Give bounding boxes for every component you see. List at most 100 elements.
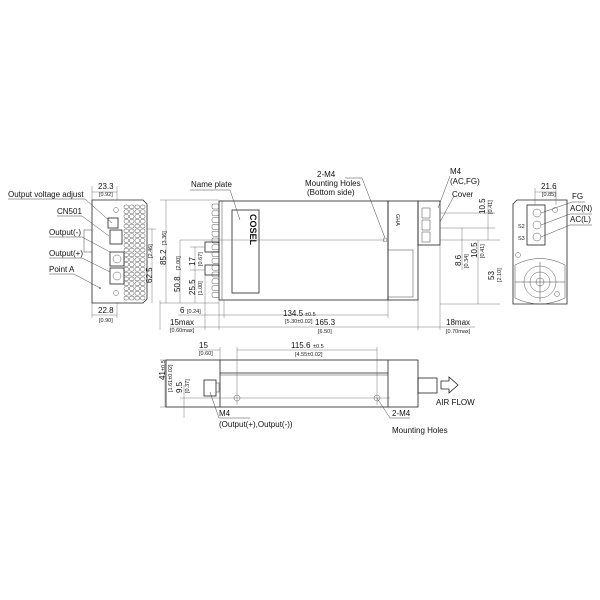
vent-hole (134, 281, 140, 286)
vent-hole (134, 228, 140, 233)
vent-hole (134, 247, 140, 253)
label-air-flow: AIR FLOW (436, 398, 475, 407)
dim-21-6-inch: [0.85] (542, 192, 556, 198)
dim-23-3: 23.3 (98, 182, 114, 191)
vent-hole (123, 262, 129, 267)
vent-hole (129, 243, 135, 248)
dim-165-3-inch: [6.50] (318, 329, 332, 335)
fan-label: GHA (394, 214, 400, 226)
dim-15max: 15max (170, 318, 194, 327)
main-view: 85.2 [3.36] COSEL GHA Name plate 2-M4 Mo… (159, 170, 475, 335)
vent-hole (140, 214, 146, 219)
vent-slot (211, 265, 220, 271)
vent-hole (140, 252, 146, 257)
vent-slot (211, 271, 220, 278)
vent-hole (134, 286, 140, 291)
vent-hole (134, 204, 140, 209)
bottom-view: 15 [0.60] 115.6 ±0.5 [4.55±0.02] 41 ±0.5… (158, 341, 475, 435)
dim-62-5: 62.5 (145, 267, 154, 283)
vent-slot (211, 217, 220, 223)
vent-hole (129, 214, 135, 219)
dim-85-2: 85.2 (159, 249, 168, 265)
vent-hole (123, 223, 129, 229)
dim-53: 53 (487, 271, 496, 280)
vent-slot (211, 258, 220, 264)
vent-hole (134, 219, 140, 224)
vent-hole (134, 296, 140, 301)
label-ac-l: AC(L) (570, 215, 591, 224)
vent-hole (140, 233, 146, 238)
label-name-plate: Name plate (191, 180, 232, 189)
vent-hole (129, 281, 135, 286)
vent-hole (140, 257, 146, 262)
vent-hole (129, 276, 135, 281)
dim-17-inch: [0.67] (198, 252, 204, 266)
label-point-a: Point A (49, 265, 75, 274)
vent-hole (129, 252, 135, 257)
dim-21-6: 21.6 (541, 182, 557, 191)
dim-41: 41 (158, 371, 167, 380)
label-bottom-side: (Bottom side) (307, 188, 355, 197)
dim-8-6: 8.6 (454, 254, 463, 266)
vent-hole (134, 272, 140, 277)
vent-hole (129, 267, 135, 272)
vent-hole (123, 238, 129, 243)
vent-hole (129, 247, 135, 253)
vent-slot (211, 210, 220, 217)
right-view: S2 S3 21.6 [0.85] FG AC(N) AC(L) (512, 182, 593, 305)
dim-85-2-inch: [3.36] (162, 231, 168, 245)
dim-9-5: 9.5 (175, 381, 184, 393)
label-fg: FG (572, 192, 583, 201)
vent-hole (123, 291, 129, 296)
dim-25-5-inch: [1.00] (198, 281, 204, 295)
label-mounting-holes-bottom: Mounting Holes (392, 426, 448, 435)
label-output-plus: Output(+) (49, 249, 83, 258)
vent-hole (129, 204, 135, 209)
vent-hole (140, 281, 146, 286)
vent-hole (140, 223, 146, 229)
vent-hole (129, 262, 135, 267)
vent-hole (134, 223, 140, 229)
vent-hole (129, 291, 135, 296)
vent-slot (211, 203, 220, 210)
dim-53-inch: [2.10] (497, 268, 503, 282)
vent-hole (140, 247, 146, 253)
label-2-m4: 2-M4 (317, 170, 336, 179)
label-output-terminals: (Output(+),Output(-)) (219, 420, 293, 429)
vent-hole (123, 219, 129, 224)
label-output-minus: Output(-) (49, 228, 81, 237)
dim-22-8: 22.8 (98, 306, 114, 315)
vent-hole (134, 252, 140, 257)
vent-hole (140, 291, 146, 296)
dim-18max-inch: [0.70max] (446, 329, 471, 335)
label-cover: Cover (452, 190, 474, 199)
vent-hole (129, 286, 135, 291)
dim-22-8-inch: [0.90] (99, 318, 113, 324)
vent-hole (134, 214, 140, 219)
dim-41-tol: ±0.5 (161, 360, 167, 371)
vent-hole (123, 286, 129, 291)
dim-10-5-a: 10.5 (478, 198, 487, 214)
vent-hole (123, 272, 129, 277)
vent-slot (211, 237, 220, 244)
vent-hole (140, 243, 146, 248)
vent-slot (211, 285, 220, 291)
vent-hole (129, 272, 135, 277)
ac-terminal-block (417, 200, 441, 246)
label-cn501: CN501 (57, 207, 82, 216)
vent-hole (140, 272, 146, 277)
vent-hole (134, 262, 140, 267)
vent-hole (123, 233, 129, 238)
dim-134-5-tol: ±0.5 (305, 312, 316, 318)
dim-23-3-inch: [0.92] (99, 192, 113, 198)
label-ac-n: AC(N) (570, 204, 593, 213)
vent-hole (129, 219, 135, 224)
label-m4: M4 (450, 167, 462, 176)
dim-115-6-inch: [4.55±0.02] (295, 352, 323, 358)
vent-hole (140, 296, 146, 301)
dim-15max-inch: [0.60max] (170, 328, 195, 334)
vent-hole (123, 267, 129, 272)
dim-6-inch: [0.24] (187, 309, 201, 315)
vent-hole (123, 281, 129, 286)
